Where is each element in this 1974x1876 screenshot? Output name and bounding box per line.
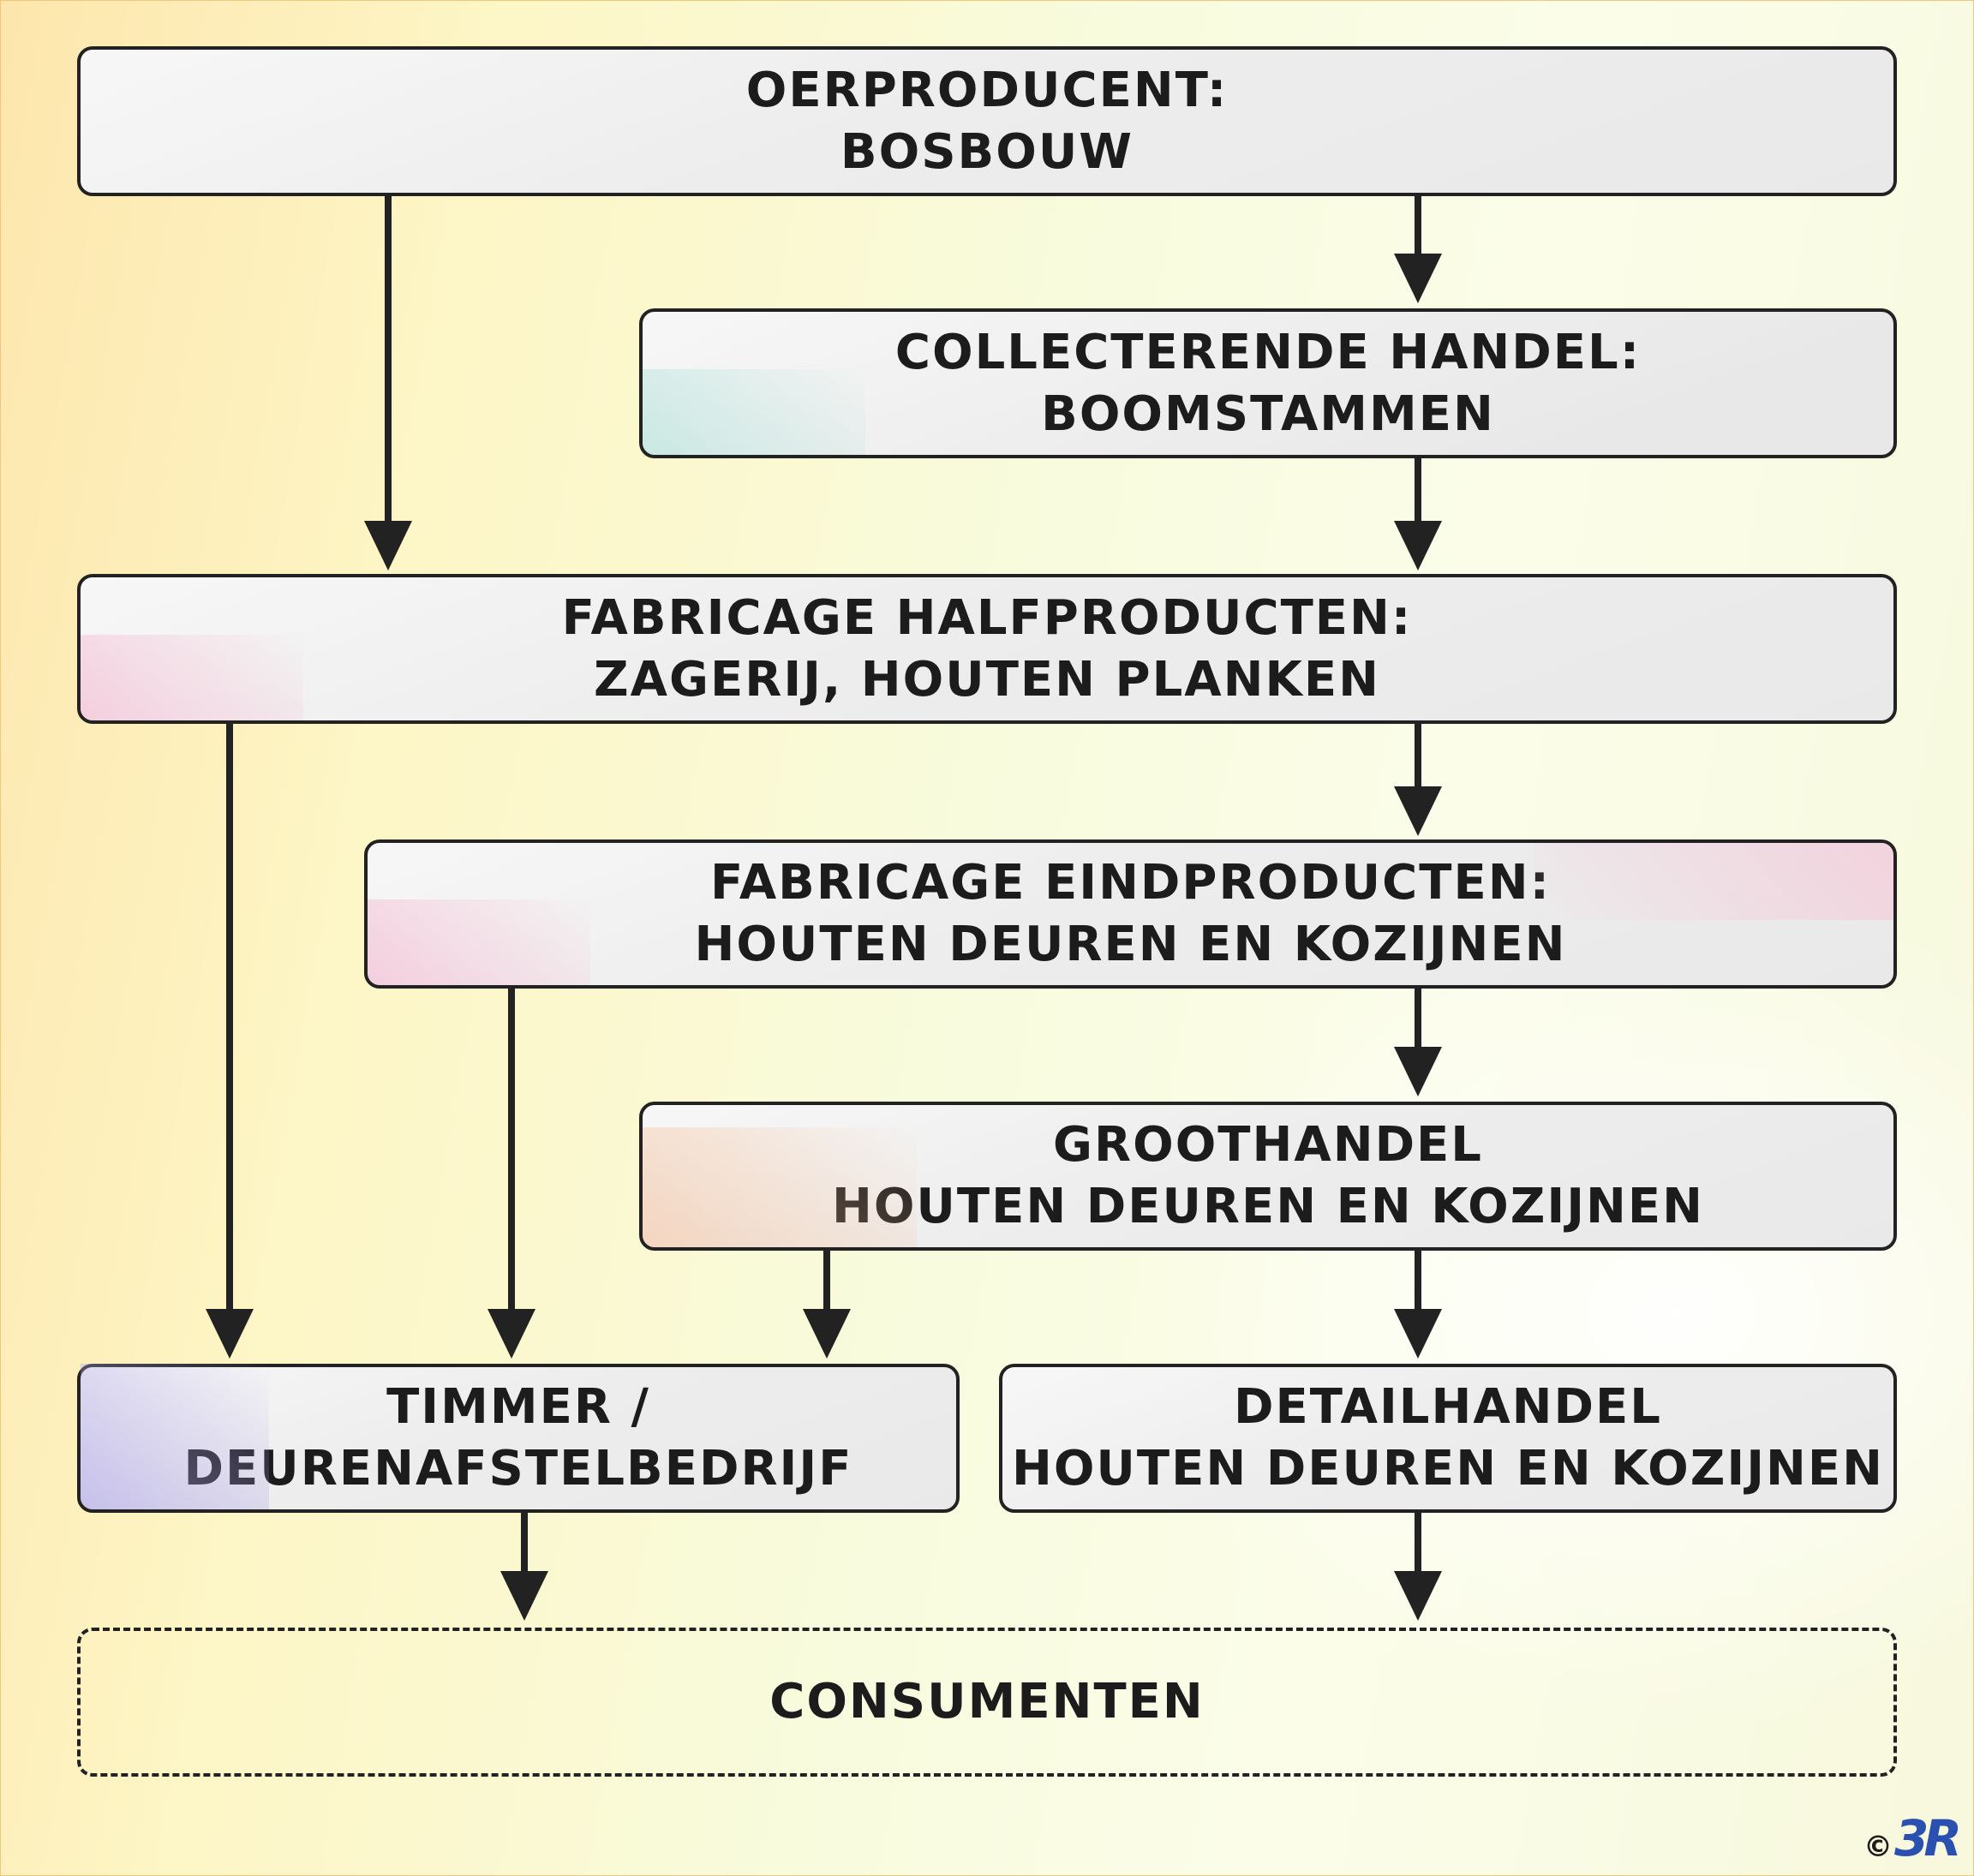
- node-consumenten: CONSUMENTEN: [77, 1628, 1897, 1777]
- node-groothandel: GROOTHANDEL HOUTEN DEUREN EN KOZIJNEN: [639, 1102, 1897, 1251]
- node-fabricage-halfproducten-line1: FABRICAGE HALFPRODUCTEN:: [561, 589, 1413, 646]
- arrowhead-halfproducten-eindproducten: [1394, 786, 1442, 836]
- arrowhead-collecterende-halfproducten: [1394, 521, 1442, 571]
- node-detailhandel-line1: DETAILHANDEL: [1234, 1379, 1662, 1435]
- brand-mark: 3R: [1893, 1809, 1962, 1867]
- node-timmer: TIMMER / DEURENAFSTELBEDRIJF: [77, 1364, 960, 1513]
- node-fabricage-eindproducten: FABRICAGE EINDPRODUCTEN: HOUTEN DEUREN E…: [364, 839, 1897, 989]
- node-fabricage-eindproducten-line1: FABRICAGE EINDPRODUCTEN:: [710, 855, 1551, 911]
- arrowhead-groothandel-timmer: [803, 1309, 851, 1359]
- arrowhead-eindproducten-groothandel: [1394, 1047, 1442, 1096]
- node-timmer-line1: TIMMER /: [386, 1379, 650, 1435]
- node-detailhandel: DETAILHANDEL HOUTEN DEUREN EN KOZIJNEN: [999, 1364, 1897, 1513]
- node-detailhandel-line2: HOUTEN DEUREN EN KOZIJNEN: [1011, 1441, 1885, 1497]
- arrowhead-timmer-consumenten: [500, 1571, 548, 1621]
- arrowhead-oerproducent-halfproducten: [364, 521, 412, 571]
- arrowhead-oerproducent-collecterende: [1394, 254, 1442, 303]
- node-fabricage-halfproducten: FABRICAGE HALFPRODUCTEN: ZAGERIJ, HOUTEN…: [77, 574, 1897, 724]
- node-collecterende-handel-line1: COLLECTERENDE HANDEL:: [894, 324, 1642, 380]
- node-collecterende-handel: COLLECTERENDE HANDEL: BOOMSTAMMEN: [639, 308, 1897, 458]
- node-collecterende-handel-line2: BOOMSTAMMEN: [1041, 385, 1495, 442]
- arrowhead-detailhandel-consumenten: [1394, 1571, 1442, 1621]
- node-timmer-line2: DEURENAFSTELBEDRIJF: [183, 1441, 853, 1497]
- arrowhead-halfproducten-timmer: [206, 1309, 254, 1359]
- arrowhead-eindproducten-timmer: [488, 1309, 535, 1359]
- copyright-logo: © 3R: [1863, 1809, 1962, 1867]
- arrowhead-groothandel-detailhandel: [1394, 1309, 1442, 1359]
- copyright-symbol: ©: [1863, 1830, 1893, 1864]
- node-consumenten-line1: CONSUMENTEN: [769, 1674, 1205, 1730]
- node-fabricage-halfproducten-line2: ZAGERIJ, HOUTEN PLANKEN: [594, 651, 1380, 708]
- node-fabricage-eindproducten-line2: HOUTEN DEUREN EN KOZIJNEN: [694, 917, 1567, 972]
- node-groothandel-line2: HOUTEN DEUREN EN KOZIJNEN: [831, 1179, 1705, 1234]
- node-oerproducent: OERPRODUCENT: BOSBOUW: [77, 46, 1897, 196]
- node-groothandel-line1: GROOTHANDEL: [1053, 1117, 1483, 1173]
- node-oerproducent-line1: OERPRODUCENT:: [745, 62, 1229, 118]
- node-oerproducent-line2: BOSBOUW: [840, 123, 1134, 180]
